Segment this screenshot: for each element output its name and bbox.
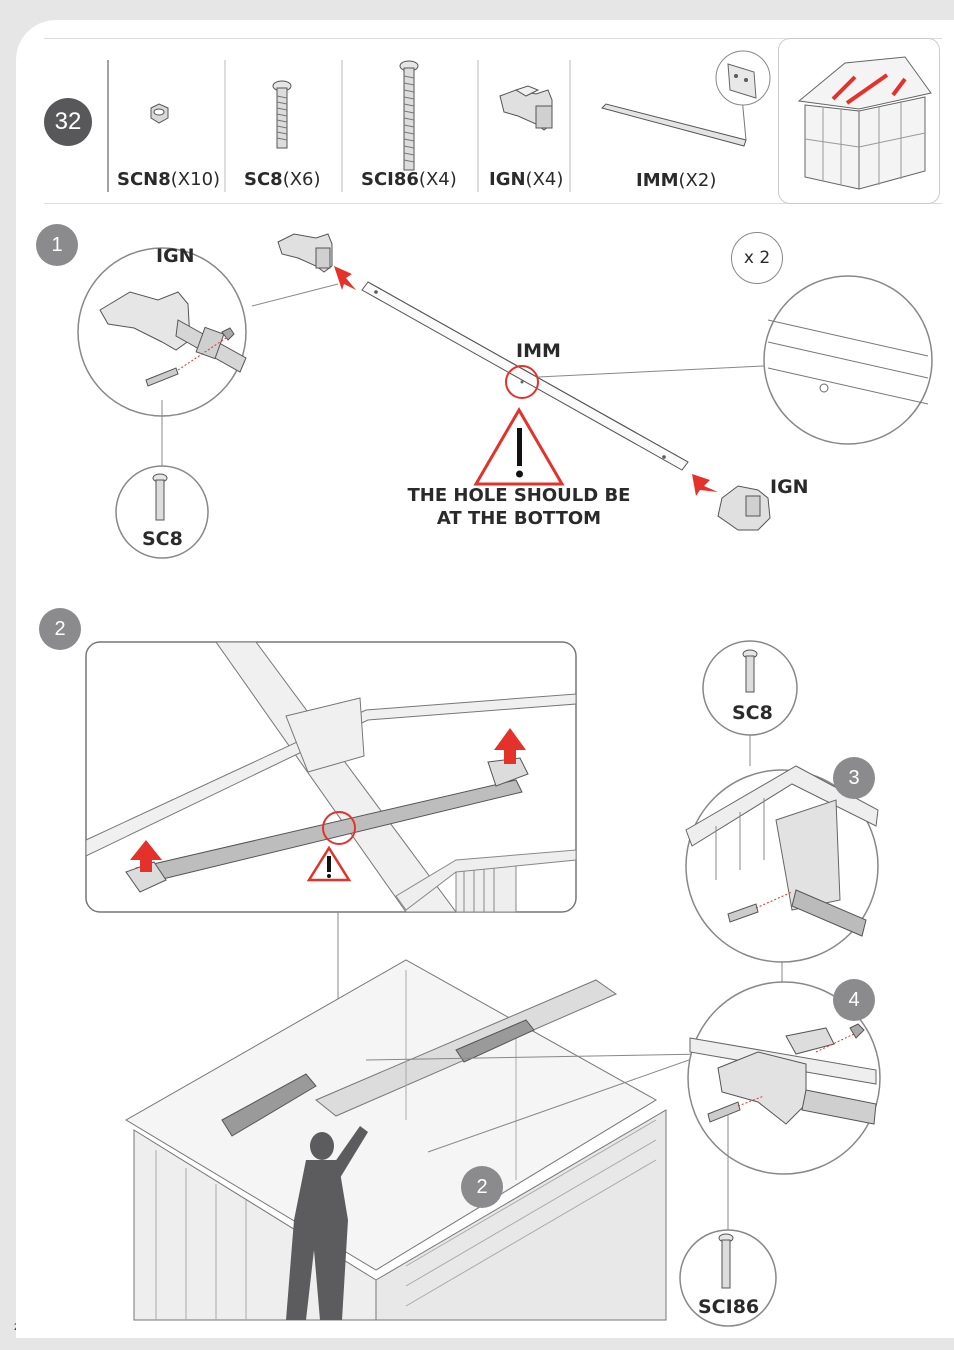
lift-arrow-right xyxy=(494,728,526,764)
part-label-sc8: SC8(X6) xyxy=(244,169,321,190)
parts-and-step1-artwork xyxy=(77,50,933,559)
bottom-connector xyxy=(717,485,771,531)
imm-label: IMM xyxy=(516,340,561,362)
long-bolt-icon xyxy=(399,60,419,171)
quantity-multiplier-badge: x 2 xyxy=(731,232,783,284)
shed-illustration xyxy=(125,959,667,1321)
insert-arrow-top xyxy=(334,266,356,290)
instruction-sheet: 32 xyxy=(16,20,954,1338)
connector-bracket-icon xyxy=(499,85,553,131)
part-label-ign: IGN(X4) xyxy=(489,169,564,190)
beam-bar-icon xyxy=(601,50,771,147)
connector-zoom-detail xyxy=(77,247,247,417)
nut-icon xyxy=(150,103,169,124)
step-number-badge: 32 xyxy=(44,98,92,146)
step2-sc8-label: SC8 xyxy=(732,702,773,724)
parts-bottom-rule xyxy=(44,203,942,204)
parts-top-rule xyxy=(44,38,942,39)
lift-arrow-left xyxy=(130,840,162,872)
top-connector xyxy=(277,233,333,273)
hole-zoom-detail xyxy=(763,275,933,445)
part-label-sci86: SCI86(X4) xyxy=(361,169,457,190)
step1-beam xyxy=(361,281,689,471)
inset-warning-icon xyxy=(306,845,352,882)
person-silhouette xyxy=(286,1126,368,1320)
ign-label-top: IGN xyxy=(156,245,195,267)
part-label-imm: IMM(X2) xyxy=(636,170,717,191)
sc8-label: SC8 xyxy=(142,528,183,550)
warning-message: THE HOLE SHOULD BE AT THE BOTTOM xyxy=(407,485,631,529)
substep2-badge: 2 xyxy=(39,608,81,650)
detail-3-badge: 3 xyxy=(833,757,875,799)
insert-arrow-bottom xyxy=(692,474,718,496)
hole-highlight-circle xyxy=(505,365,539,399)
step2-sci86-label: SCI86 xyxy=(698,1296,760,1318)
sc8-bolt-icon xyxy=(152,473,168,521)
detail-4-badge: 4 xyxy=(833,979,875,1021)
part-label-scn8: SCN8(X10) xyxy=(117,169,221,190)
figure-position-badge: 2 xyxy=(461,1166,503,1208)
roof-location-thumbnail xyxy=(778,38,940,204)
short-bolt-icon xyxy=(272,80,292,149)
roof-detail-inset xyxy=(85,641,577,913)
shed-thumbnail-icon xyxy=(797,56,932,190)
warning-icon xyxy=(473,407,565,486)
substep1-badge: 1 xyxy=(36,224,78,266)
ign-label-right: IGN xyxy=(770,476,809,498)
